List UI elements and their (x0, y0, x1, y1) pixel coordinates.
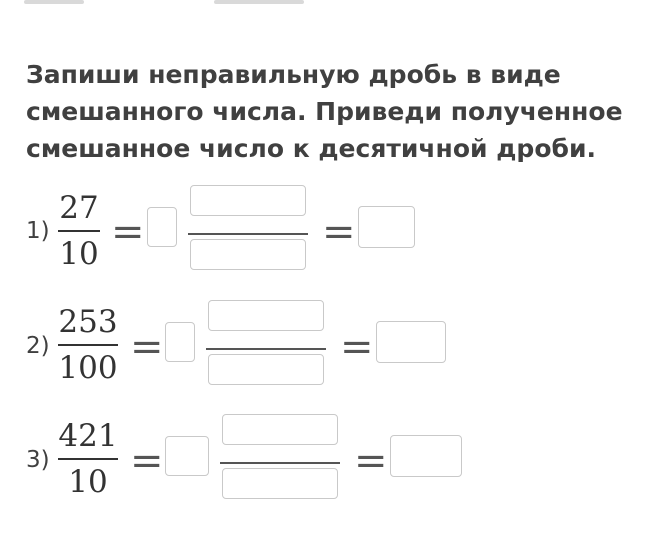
item-number: 2) (26, 333, 50, 359)
whole-part-input[interactable] (165, 322, 195, 362)
denominator-input[interactable] (222, 468, 338, 499)
fraction-bar (58, 458, 118, 460)
fraction-denominator: 100 (58, 350, 118, 386)
whole-part-input[interactable] (165, 436, 209, 476)
source-fraction: 27 10 (58, 189, 100, 273)
equals-sign: = (130, 438, 164, 484)
exercise-row-3: 3) 421 10 = = (0, 413, 658, 513)
source-fraction: 253 100 (58, 303, 118, 387)
cropped-previous-content (24, 0, 424, 6)
source-fraction: 421 10 (58, 417, 118, 501)
question-text: Запиши неправильную дробь в виде смешанн… (26, 60, 623, 163)
fraction-numerator: 421 (58, 418, 118, 454)
equals-sign: = (340, 324, 374, 370)
exercise-row-1: 1) 27 10 = = (0, 184, 658, 284)
decimal-input[interactable] (358, 206, 415, 248)
cropped-line (214, 0, 304, 4)
fraction-denominator: 10 (59, 236, 99, 272)
fraction-bar (58, 344, 118, 346)
equals-sign: = (354, 438, 388, 484)
fraction-bar (206, 348, 326, 350)
equals-sign: = (130, 324, 164, 370)
equals-sign: = (111, 209, 145, 255)
denominator-input[interactable] (208, 354, 324, 385)
numerator-input[interactable] (208, 300, 324, 331)
fraction-numerator: 253 (58, 304, 118, 340)
fraction-denominator: 10 (68, 464, 108, 500)
cropped-line (24, 0, 84, 4)
fraction-bar (58, 230, 100, 232)
item-number: 3) (26, 447, 50, 473)
decimal-input[interactable] (376, 321, 446, 363)
decimal-input[interactable] (390, 435, 462, 477)
fraction-numerator: 27 (59, 190, 99, 226)
item-number: 1) (26, 218, 50, 244)
numerator-input[interactable] (190, 185, 306, 216)
fraction-bar (220, 462, 340, 464)
numerator-input[interactable] (222, 414, 338, 445)
denominator-input[interactable] (190, 239, 306, 270)
fraction-bar (188, 233, 308, 235)
equals-sign: = (322, 209, 356, 255)
whole-part-input[interactable] (147, 207, 177, 247)
exercise-row-2: 2) 253 100 = = (0, 299, 658, 399)
